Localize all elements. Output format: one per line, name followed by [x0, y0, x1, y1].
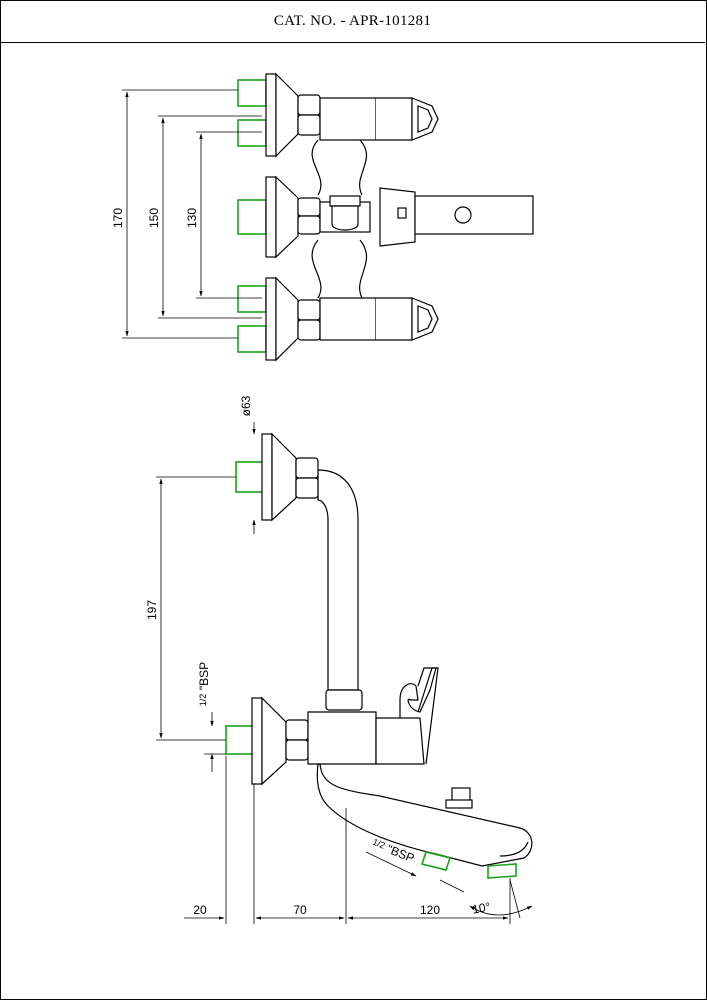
end-cap-upper	[411, 97, 439, 141]
lever-hole	[454, 206, 472, 224]
mixer-lever-edge	[417, 667, 439, 765]
catalog-number: CAT. NO. - APR-101281	[273, 12, 432, 29]
nut-upper-2	[297, 114, 321, 136]
side-view	[156, 422, 533, 924]
riser-pipe	[317, 469, 359, 691]
bsp-upper-fraction: 1/2	[198, 694, 208, 707]
cap-lower	[376, 297, 413, 341]
bsp-upper-text: "BSP	[197, 662, 211, 690]
side-flange-lower	[251, 697, 263, 785]
body-lower	[319, 297, 377, 341]
mixer-cartridge	[375, 717, 425, 765]
side-inlet-upper	[235, 461, 265, 493]
cap-upper	[376, 97, 413, 141]
end-cap-upper-inner	[417, 105, 433, 133]
inlet-upper-a	[237, 79, 267, 107]
dim-label-70: 70	[293, 903, 307, 917]
side-mixer-body	[225, 667, 439, 786]
end-cap-lower	[411, 297, 439, 341]
dim-label-120: 120	[420, 903, 440, 917]
nut-middle-2	[297, 215, 321, 235]
dim-label-bsp-upper: 1/2 "BSP	[197, 662, 211, 706]
angle-arc	[469, 905, 533, 916]
flange-middle	[265, 176, 277, 258]
side-inlet-lower	[225, 725, 255, 755]
inlet-lower-a	[237, 285, 267, 313]
nut-lower-1	[297, 299, 321, 321]
dim-label-197: 197	[145, 600, 159, 620]
side-shroud-upper	[271, 432, 297, 522]
dim-label-angle: 10°	[471, 900, 492, 917]
flange-upper	[265, 73, 277, 157]
upper-valve-assembly	[237, 72, 439, 158]
nut-lower-2	[297, 319, 321, 341]
top-dimensions	[122, 89, 262, 339]
title-block: CAT. NO. - APR-101281	[0, 0, 705, 43]
mixer-body	[307, 711, 377, 765]
shroud-upper	[275, 72, 299, 158]
body-upper	[319, 97, 377, 141]
top-body-connector	[311, 139, 368, 299]
spout-shower-outlet	[420, 851, 452, 871]
side-nut-upper-1	[295, 457, 319, 479]
inlet-middle	[237, 199, 267, 235]
dim-label-20: 20	[193, 903, 207, 917]
riser-nut	[325, 689, 363, 711]
lower-valve-assembly	[237, 276, 439, 362]
leader-bsp-lower-tail	[439, 879, 465, 893]
shroud-middle	[275, 175, 299, 259]
shroud-lower	[275, 276, 299, 362]
inlet-lower-b	[237, 325, 267, 353]
mixer-lever	[399, 667, 437, 718]
side-flange-upper	[261, 433, 273, 521]
diverter-top	[329, 195, 361, 207]
side-dimensions	[156, 422, 533, 924]
nut-upper-1	[297, 94, 321, 116]
nut-middle-1	[297, 197, 321, 217]
spout-outlet-curve	[499, 841, 529, 857]
diverter-knob	[331, 205, 359, 231]
end-cap-lower-inner	[417, 305, 433, 333]
lever-slot	[397, 207, 407, 219]
dim-label-150: 150	[147, 208, 161, 228]
dim-label-170: 170	[111, 208, 125, 228]
spout-body	[316, 763, 533, 867]
spout-bath-outlet	[487, 863, 517, 879]
side-nut-lower-2	[285, 739, 309, 761]
lever-handle	[414, 195, 534, 235]
top-view	[122, 72, 534, 362]
dim-label-diameter: ø63	[239, 395, 253, 416]
flange-lower	[265, 277, 277, 361]
side-shroud-lower	[261, 696, 287, 786]
spout-diverter-base	[445, 799, 473, 809]
bsp-lower-fraction: 1/2	[371, 837, 386, 851]
inlet-upper-b	[237, 119, 267, 147]
leader-bsp-lower	[365, 851, 417, 877]
middle-valve-assembly	[237, 175, 534, 259]
side-upper-connection	[235, 432, 319, 522]
dim-label-130: 130	[185, 208, 199, 228]
side-nut-upper-2	[295, 477, 319, 499]
side-nut-lower-1	[285, 719, 309, 741]
side-spout	[316, 763, 533, 879]
